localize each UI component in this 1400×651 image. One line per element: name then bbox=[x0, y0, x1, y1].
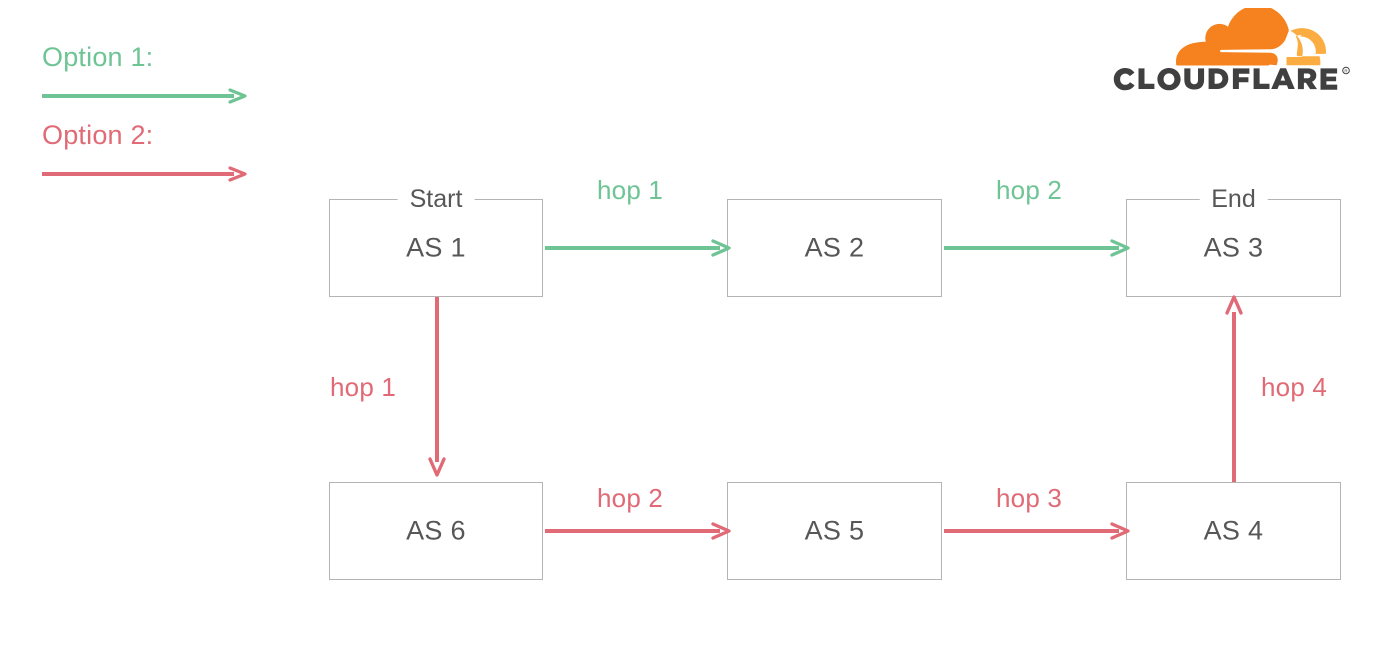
node-label-as2: AS 2 bbox=[804, 232, 865, 263]
svg-text:R: R bbox=[1344, 69, 1347, 74]
node-label-as1: AS 1 bbox=[406, 232, 466, 263]
node-badge-start: Start bbox=[397, 183, 475, 215]
arrow-right-icon bbox=[1110, 237, 1132, 259]
arrow-up-icon bbox=[1223, 295, 1245, 317]
legend-label-option-2: Option 2: bbox=[42, 120, 154, 150]
legend-line-option-2 bbox=[42, 172, 234, 176]
node-label-as3: AS 3 bbox=[1203, 232, 1264, 263]
node-as3[interactable]: End AS 3 bbox=[1126, 183, 1341, 297]
cloudflare-logo: R bbox=[1106, 8, 1358, 92]
edge-as6-to-as5 bbox=[545, 529, 720, 533]
edge-as4-to-as3 bbox=[1232, 312, 1236, 482]
node-label-as4: AS 4 bbox=[1203, 515, 1264, 546]
node-label-as6: AS 6 bbox=[406, 515, 466, 546]
arrow-right-icon bbox=[711, 237, 733, 259]
arrow-right-icon bbox=[1110, 520, 1132, 542]
node-as2[interactable]: AS 2 bbox=[727, 199, 942, 297]
hop-label-option2-hop3: hop 3 bbox=[996, 483, 1063, 513]
arrow-right-icon bbox=[711, 520, 733, 542]
node-badge-end: End bbox=[1199, 183, 1268, 215]
hop-label-option2-hop2: hop 2 bbox=[597, 483, 664, 513]
hop-label-option2-hop1: hop 1 bbox=[330, 372, 397, 402]
node-as1[interactable]: Start AS 1 bbox=[329, 183, 543, 297]
arrow-right-icon bbox=[228, 85, 250, 107]
edge-as1-to-as2 bbox=[545, 246, 720, 250]
arrow-down-icon bbox=[426, 455, 448, 477]
node-as4[interactable]: AS 4 bbox=[1126, 482, 1341, 580]
legend-line-option-1 bbox=[42, 94, 234, 98]
arrow-right-icon bbox=[228, 163, 250, 185]
legend-label-option-1: Option 1: bbox=[42, 42, 154, 72]
edge-as5-to-as4 bbox=[944, 529, 1119, 533]
hop-label-option1-hop1: hop 1 bbox=[597, 175, 664, 205]
hop-label-option2-hop4: hop 4 bbox=[1261, 372, 1328, 402]
edge-as1-to-as6 bbox=[435, 297, 439, 462]
node-as5[interactable]: AS 5 bbox=[727, 482, 942, 580]
hop-label-option1-hop2: hop 2 bbox=[996, 175, 1063, 205]
edge-as2-to-as3 bbox=[944, 246, 1119, 250]
node-label-as5: AS 5 bbox=[804, 515, 865, 546]
node-as6[interactable]: AS 6 bbox=[329, 482, 543, 580]
